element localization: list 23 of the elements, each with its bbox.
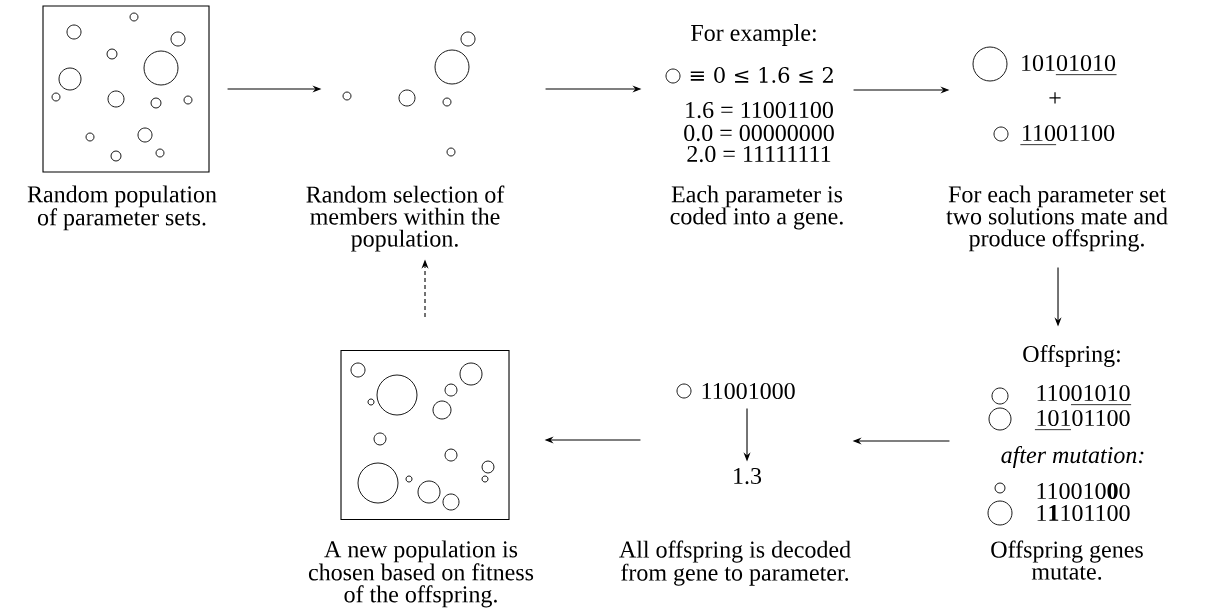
stage-description: For each parameter set two solutions mate and produce offspring. xyxy=(946,185,1168,252)
gene-code: 11001100 xyxy=(1019,124,1115,146)
range-formula: ≡ 0 ≤ 1.6 ≤ 2 xyxy=(690,67,833,83)
stage-description: Random selection of members within the population. xyxy=(306,185,505,252)
plus-sign: + xyxy=(1049,92,1061,104)
gene-code: 11001000 xyxy=(702,382,795,400)
stage-description: Each parameter is coded into a gene. xyxy=(670,185,843,230)
gene-code: 11001000 xyxy=(1037,482,1130,500)
heading-text: For example: xyxy=(691,24,816,46)
note-text: after mutation: xyxy=(1001,446,1144,468)
gene-code: 0.0 = 00000000 xyxy=(684,124,834,142)
gene-code: 11001010 xyxy=(1037,384,1132,406)
gene-code: 10101010 xyxy=(1022,54,1117,76)
gene-code: 10101100 xyxy=(1034,409,1130,431)
parameter-value: 1.3 xyxy=(734,467,762,485)
gene-code: 1.6 = 11001100 xyxy=(686,101,833,119)
stage-description: All offspring is decoded from gene to parameter. xyxy=(619,540,851,586)
stage-description: Random population of parameter sets. xyxy=(27,185,217,231)
gene-code: 2.0 = 11111111 xyxy=(687,145,831,163)
gene-code: 11101100 xyxy=(1037,504,1130,522)
heading-text: Offspring: xyxy=(1023,344,1120,368)
stage-description: A new population is chosen based on fitness of the offspring. xyxy=(308,540,534,608)
stage-description: Offspring genes mutate. xyxy=(991,540,1143,580)
